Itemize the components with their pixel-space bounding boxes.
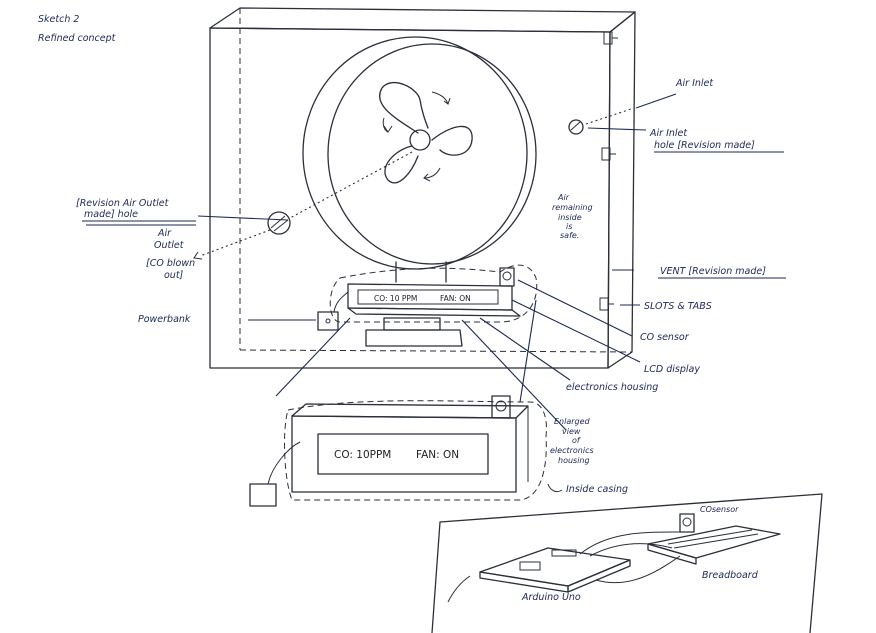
label-air-remaining-1: Air <box>557 193 570 202</box>
label-enlarged-5: housing <box>558 456 590 465</box>
label-air-remaining-4: is <box>566 222 572 231</box>
label-air-inlet: Air Inlet <box>675 78 714 89</box>
label-cosensor: COsensor <box>700 505 739 514</box>
label-electronics-housing: electronics housing <box>566 382 658 393</box>
label-co-sensor: CO sensor <box>640 332 690 343</box>
sketch-subtitle: Refined concept <box>38 33 117 44</box>
lcd-fan-status-large: FAN: ON <box>416 449 459 461</box>
slot-tab-bottom <box>600 298 614 310</box>
sketch-title: Sketch 2 <box>38 14 79 25</box>
wiring-panel <box>432 494 822 633</box>
label-air-outlet-1: Air <box>157 228 172 239</box>
fan-blade-icon <box>380 83 428 133</box>
label-air-remaining-2: remaining <box>552 203 593 212</box>
label-vent: VENT [Revision made] <box>660 266 766 277</box>
label-revision-outlet-1: [Revision Air Outlet <box>76 198 170 209</box>
label-air-remaining-5: safe. <box>560 231 579 240</box>
label-slots-tabs: SLOTS & TABS <box>644 301 712 312</box>
label-enlarged-3: of <box>572 436 581 445</box>
label-co-blown-2: out] <box>164 270 184 281</box>
label-air-remaining-3: inside <box>558 213 582 222</box>
label-air-outlet-2: Outlet <box>154 240 185 251</box>
label-co-blown-1: [CO blown <box>146 258 195 269</box>
label-enlarged-2: view <box>562 427 581 436</box>
label-enlarged-1: Enlarged <box>554 417 591 426</box>
label-enlarged-4: electronics <box>550 446 594 455</box>
enlarged-housing: CO: 10PPM FAN: ON <box>250 396 546 506</box>
label-air-inlet-hole-1: Air Inlet <box>649 128 688 139</box>
label-air-inlet-hole-2: hole [Revision made] <box>654 140 755 151</box>
co-sensor-module-icon <box>680 514 694 532</box>
slot-tab-top <box>604 32 618 44</box>
fan-assembly <box>303 37 536 282</box>
co-sensor-large-icon <box>492 396 510 418</box>
enclosure-box <box>210 8 635 368</box>
powerbank-large-icon <box>250 484 276 506</box>
electronics-housing: CO: 10 PPM FAN: ON <box>330 265 537 322</box>
label-powerbank: Powerbank <box>138 314 191 325</box>
label-revision-outlet-2: made] hole <box>84 209 138 220</box>
label-inside-casing: Inside casing <box>566 484 628 495</box>
air-inlet-hole <box>569 120 583 134</box>
lcd-fan-status-small: FAN: ON <box>440 294 471 303</box>
label-lcd-display: LCD display <box>644 364 700 375</box>
lcd-co-reading-large: CO: 10PPM <box>334 449 391 461</box>
label-breadboard: Breadboard <box>702 570 759 581</box>
lcd-co-reading-small: CO: 10 PPM <box>374 294 417 303</box>
breadboard-icon <box>648 526 780 558</box>
arduino-board-icon <box>480 548 630 586</box>
label-arduino: Arduino Uno <box>521 592 581 603</box>
air-outlet-hole <box>268 212 290 234</box>
